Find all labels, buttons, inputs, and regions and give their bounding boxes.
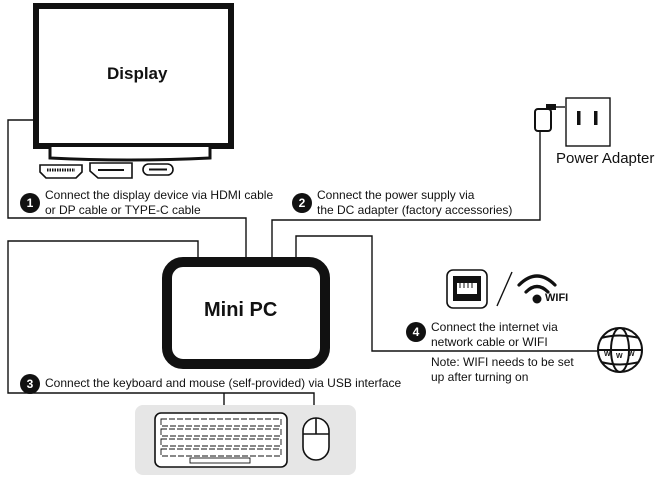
step-3-badge: 3: [20, 374, 40, 394]
wifi-note-line-2: up after turning on: [431, 370, 529, 384]
wifi-icon: [517, 274, 557, 304]
minipc-body: [162, 257, 330, 369]
step-4-text: Connect the internet via network cable o…: [431, 320, 558, 350]
usb-cable: [7, 240, 315, 418]
step-1-badge: 1: [20, 193, 40, 213]
displayport-port-icon: [89, 162, 133, 179]
globe-letter: W: [616, 353, 623, 360]
wifi-note-line-1: Note: WIFI needs to be set: [431, 355, 574, 369]
step-4-badge: 4: [406, 322, 426, 342]
step-2-badge: 2: [292, 193, 312, 213]
hdmi-cable: [7, 119, 247, 262]
step-2-line-1: Connect the power supply via: [317, 188, 475, 202]
wifi-note: Note: WIFI needs to be set up after turn…: [431, 355, 574, 385]
step-2-line-2: the DC adapter (factory accessories): [317, 203, 513, 217]
display-label: Display: [107, 64, 168, 83]
step-1-line-1: Connect the display device via HDMI cabl…: [45, 188, 274, 202]
step-3-text: Connect the keyboard and mouse (self-pro…: [45, 376, 401, 391]
power-adapter-icon: [534, 97, 611, 147]
step-4-line-1: Connect the internet via: [431, 320, 558, 334]
ethernet-port-icon: [446, 269, 488, 309]
step-3-line-1: Connect the keyboard and mouse (self-pro…: [45, 376, 402, 390]
type-c-port-icon: [142, 163, 174, 176]
minipc-label: Mini PC: [204, 299, 278, 321]
globe-letter: W: [604, 351, 611, 358]
network-cable: [295, 235, 600, 352]
step-1-text: Connect the display device via HDMI cabl…: [45, 188, 273, 218]
hdmi-port-icon: [39, 164, 83, 179]
or-slash: [496, 271, 513, 307]
mouse-icon: [302, 417, 330, 461]
power-adapter-label: Power Adapter: [556, 150, 655, 167]
display-monitor: [33, 3, 234, 162]
step-1-line-2: or DP cable or TYPE-C cable: [45, 203, 201, 217]
keyboard-icon: [154, 412, 288, 468]
wifi-label: WIFI: [545, 292, 569, 304]
power-cable: [271, 132, 541, 262]
globe-letter: W: [628, 351, 635, 358]
cables: [7, 119, 600, 418]
step-4-line-2: network cable or WIFI: [431, 335, 548, 349]
step-2-text: Connect the power supply via the DC adap…: [317, 188, 512, 218]
globe-icon: [597, 327, 643, 373]
